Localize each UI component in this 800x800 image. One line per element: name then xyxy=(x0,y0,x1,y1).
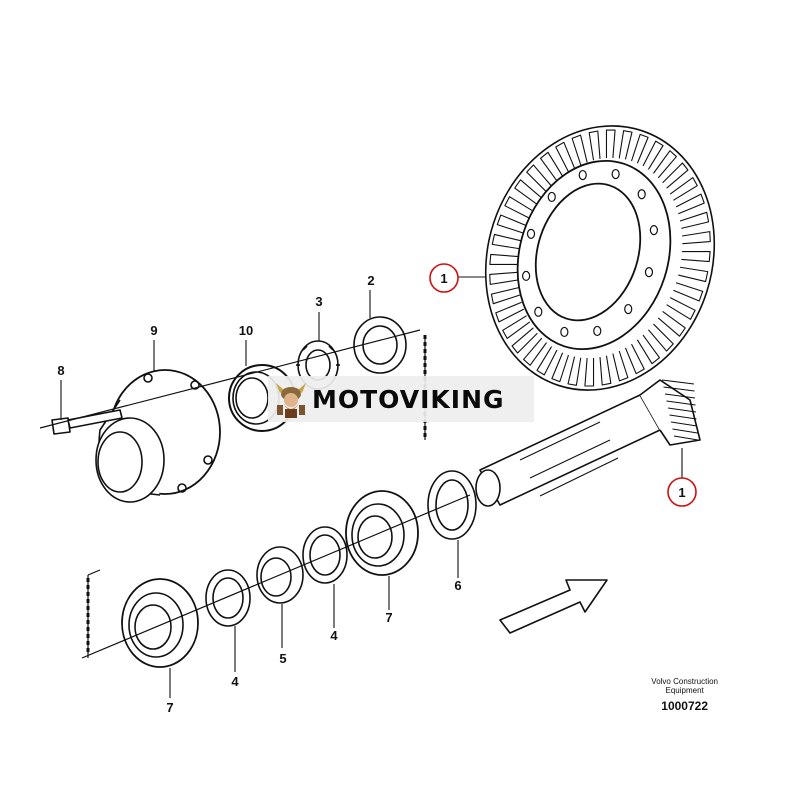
ring-gear-bolt-hole xyxy=(649,225,658,236)
highlight-circles xyxy=(429,263,697,507)
viking-logo-icon xyxy=(276,383,306,418)
ring-gear-tooth xyxy=(490,287,521,305)
ring-gear-tooth xyxy=(605,129,616,159)
ring-gear-tooth xyxy=(679,211,710,229)
ring-gear-tooth xyxy=(496,214,527,234)
callout-shim-2: 2 xyxy=(367,273,374,288)
ring-gear-tooth xyxy=(491,233,522,250)
ring-gear-tooth xyxy=(642,140,664,170)
ring-gear-tooth xyxy=(666,297,696,320)
ring-gear-tooth xyxy=(681,250,711,263)
ring-gear-tooth xyxy=(511,327,538,354)
ring-gear-tooth xyxy=(539,151,564,182)
pinion-tooth xyxy=(664,393,696,399)
ring-gear-tooth xyxy=(489,271,518,285)
pinion-shaft xyxy=(475,379,701,507)
callout-shim-6: 6 xyxy=(454,578,461,593)
ring-gear-tooth xyxy=(624,343,645,375)
figure-code: 1000722 xyxy=(661,699,708,713)
bearing-7-upper xyxy=(345,490,419,576)
ring-gear-tooth xyxy=(662,162,689,189)
pinion-tooth xyxy=(670,421,698,427)
ring-gear-bolt-hole xyxy=(611,168,620,180)
ring-gear-tooth xyxy=(571,134,588,166)
ring-gear-tooth xyxy=(567,356,582,386)
ring-gear-tooth xyxy=(653,150,677,179)
ring-gear-tooth xyxy=(630,133,649,164)
callout-ring-gear: 1 xyxy=(440,271,447,286)
callout-bearing-7-lower: 7 xyxy=(166,700,173,715)
ring-gear-bolt-hole xyxy=(624,303,633,315)
callout-flange-9: 9 xyxy=(150,323,157,338)
shim-4-lower xyxy=(205,569,251,627)
brand-watermark: MOTOVIKING xyxy=(268,376,534,422)
brand-wordmark: MOTOVIKING xyxy=(312,384,505,414)
ring-gear-tooth xyxy=(673,282,704,302)
ring-gear-tooth xyxy=(618,130,633,160)
pinion-tooth xyxy=(661,379,695,385)
ring-gear-bolt-hole xyxy=(522,270,531,281)
ring-gear-tooth xyxy=(526,164,553,193)
arrow-right-up-icon xyxy=(499,579,608,634)
ring-gear-tooth xyxy=(584,357,595,387)
ring-gear-tooth xyxy=(599,355,612,386)
pinion-tooth xyxy=(669,414,697,420)
ring-gear-bolt-hole xyxy=(578,169,587,181)
ring-gear-tooth xyxy=(588,130,601,161)
ring-gear-tooth xyxy=(682,231,711,245)
leader-lines xyxy=(60,276,683,698)
callout-bolt-8: 8 xyxy=(57,363,64,378)
shim-6 xyxy=(427,470,477,540)
ring-gear-bolt-hole xyxy=(547,191,556,203)
flange-9 xyxy=(95,369,221,503)
ring-gear-tooth xyxy=(647,323,674,352)
pinion-tooth xyxy=(663,386,695,392)
callout-shim-4-lower: 4 xyxy=(231,674,239,689)
ring-gear-tooth xyxy=(536,346,558,376)
callout-shim-4-upper: 4 xyxy=(330,628,338,643)
callout-seal-10: 10 xyxy=(239,323,253,338)
ring-gear-tooth xyxy=(612,350,629,382)
ring-gear-tooth xyxy=(657,311,686,337)
manufacturer-line-1: Volvo Construction xyxy=(651,677,718,686)
ring-gear xyxy=(484,125,716,391)
ring-gear-tooth xyxy=(514,179,543,205)
ring-gear-tooth xyxy=(669,177,698,201)
pinion-tooth xyxy=(673,435,699,441)
callout-pinion: 1 xyxy=(678,485,685,500)
ring-gear-bolt-hole xyxy=(593,325,602,337)
ring-gear-tooth xyxy=(504,196,534,219)
ring-gear-bolt-hole xyxy=(644,267,654,278)
ring-gear-tooth xyxy=(502,315,531,339)
bearing-7-lower xyxy=(121,578,199,668)
ring-gear-bolt-hole xyxy=(560,326,569,338)
pinion-tooth xyxy=(666,400,696,406)
callout-nut-3: 3 xyxy=(315,294,322,309)
ring-gear-tooth xyxy=(489,253,519,266)
ring-gear-tooth xyxy=(551,352,570,383)
callout-bearing-7-upper: 7 xyxy=(385,610,392,625)
ring-gear-tooth xyxy=(636,334,661,365)
callout-sleeve-5: 5 xyxy=(279,651,286,666)
ring-gear-bolt-hole xyxy=(526,228,536,239)
ring-gear-tooth xyxy=(555,141,576,173)
ring-gear-tooth xyxy=(675,193,705,215)
shim-4-upper xyxy=(302,526,348,584)
pinion-tooth xyxy=(667,407,697,413)
ring-gear-tooth xyxy=(523,337,547,366)
ring-gear-tooth xyxy=(678,266,709,283)
figure-caption: Volvo Construction Equipment 1000722 xyxy=(651,677,718,713)
pinion-tooth xyxy=(672,428,698,434)
manufacturer-line-2: Equipment xyxy=(665,686,704,695)
ring-gear-tooth xyxy=(495,301,525,323)
ring-gear-bolt-hole xyxy=(534,306,543,317)
ring-gear-bolt-hole xyxy=(637,189,646,200)
